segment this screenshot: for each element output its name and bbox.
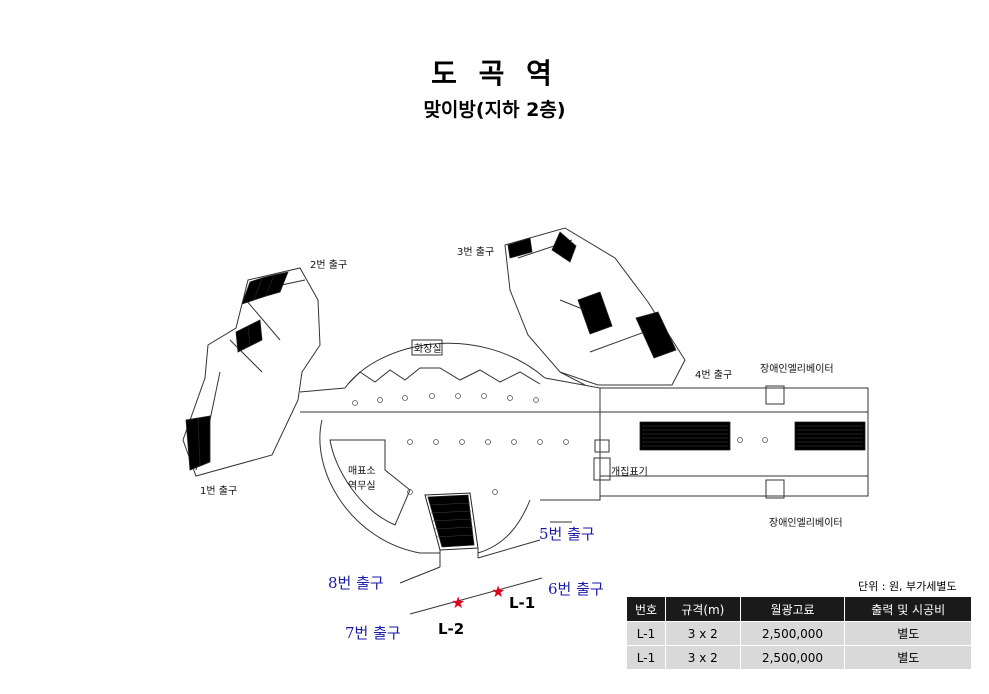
header-monthly-fee: 월광고료 [739, 596, 846, 622]
elevator-top-label: 장애인엘리베이터 [760, 362, 834, 375]
exit-2-label: 2번 출구 [310, 259, 347, 271]
elevator-bottom-box [765, 479, 785, 499]
elevator-top-box [765, 385, 785, 405]
concourse-outline [344, 342, 546, 389]
gate-label: 개집표기 [611, 466, 648, 478]
pricing-table: 번호 규격(m) 월광고료 출력 및 시공비 L-1 3 x 2 2,500,0… [625, 596, 972, 670]
right-wing-outline [504, 227, 686, 386]
station-title: 도 곡 역 [431, 57, 558, 90]
exit-7-label: 7번 출구 [345, 624, 401, 642]
exit-4-label: 4번 출구 [695, 369, 732, 381]
table-row: L-1 3 x 2 2,500,000 별도 [625, 645, 972, 670]
cell-size: 3 x 2 [665, 621, 741, 646]
exit-8-label: 8번 출구 [328, 574, 384, 592]
cell-install-cost: 별도 [844, 645, 972, 670]
platform-area [599, 387, 869, 497]
header-size: 규격(m) [665, 596, 741, 622]
elevator-bottom-label: 장애인엘리베이터 [769, 516, 843, 529]
exit-3-label: 3번 출구 [457, 246, 494, 258]
header-number: 번호 [625, 596, 667, 622]
cell-number: L-1 [625, 621, 667, 646]
ad-code-l2: L-2 [438, 620, 464, 638]
exit-6-label: 6번 출구 [548, 580, 604, 598]
cell-size: 3 x 2 [665, 645, 741, 670]
left-wing-outline [182, 267, 321, 477]
table-header-row: 번호 규격(m) 월광고료 출력 및 시공비 [625, 596, 972, 622]
cell-number: L-1 [625, 645, 667, 670]
unit-note: 단위 : 원, 부가세별도 [858, 580, 957, 593]
station-office-label: 역무실 [348, 480, 376, 492]
restroom-label: 화장실 [414, 343, 442, 355]
ad-marker-l2[interactable]: ★ [451, 593, 465, 612]
cell-install-cost: 별도 [844, 621, 972, 646]
cell-monthly-fee: 2,500,000 [739, 645, 846, 670]
exit-1-label: 1번 출구 [200, 485, 237, 497]
cell-monthly-fee: 2,500,000 [739, 621, 846, 646]
table-row: L-1 3 x 2 2,500,000 별도 [625, 621, 972, 646]
exit-5-label: 5번 출구 [539, 525, 595, 543]
floor-subtitle: 맞이방(지하 2층) [423, 99, 566, 121]
ticket-office-label: 매표소 [348, 465, 376, 477]
ad-marker-l1[interactable]: ★ [491, 582, 505, 601]
column-dots [352, 393, 768, 495]
stair-hatching [185, 231, 866, 548]
ad-wall-line [409, 577, 543, 615]
ad-code-l1: L-1 [509, 594, 535, 612]
header-install-cost: 출력 및 시공비 [844, 596, 972, 622]
